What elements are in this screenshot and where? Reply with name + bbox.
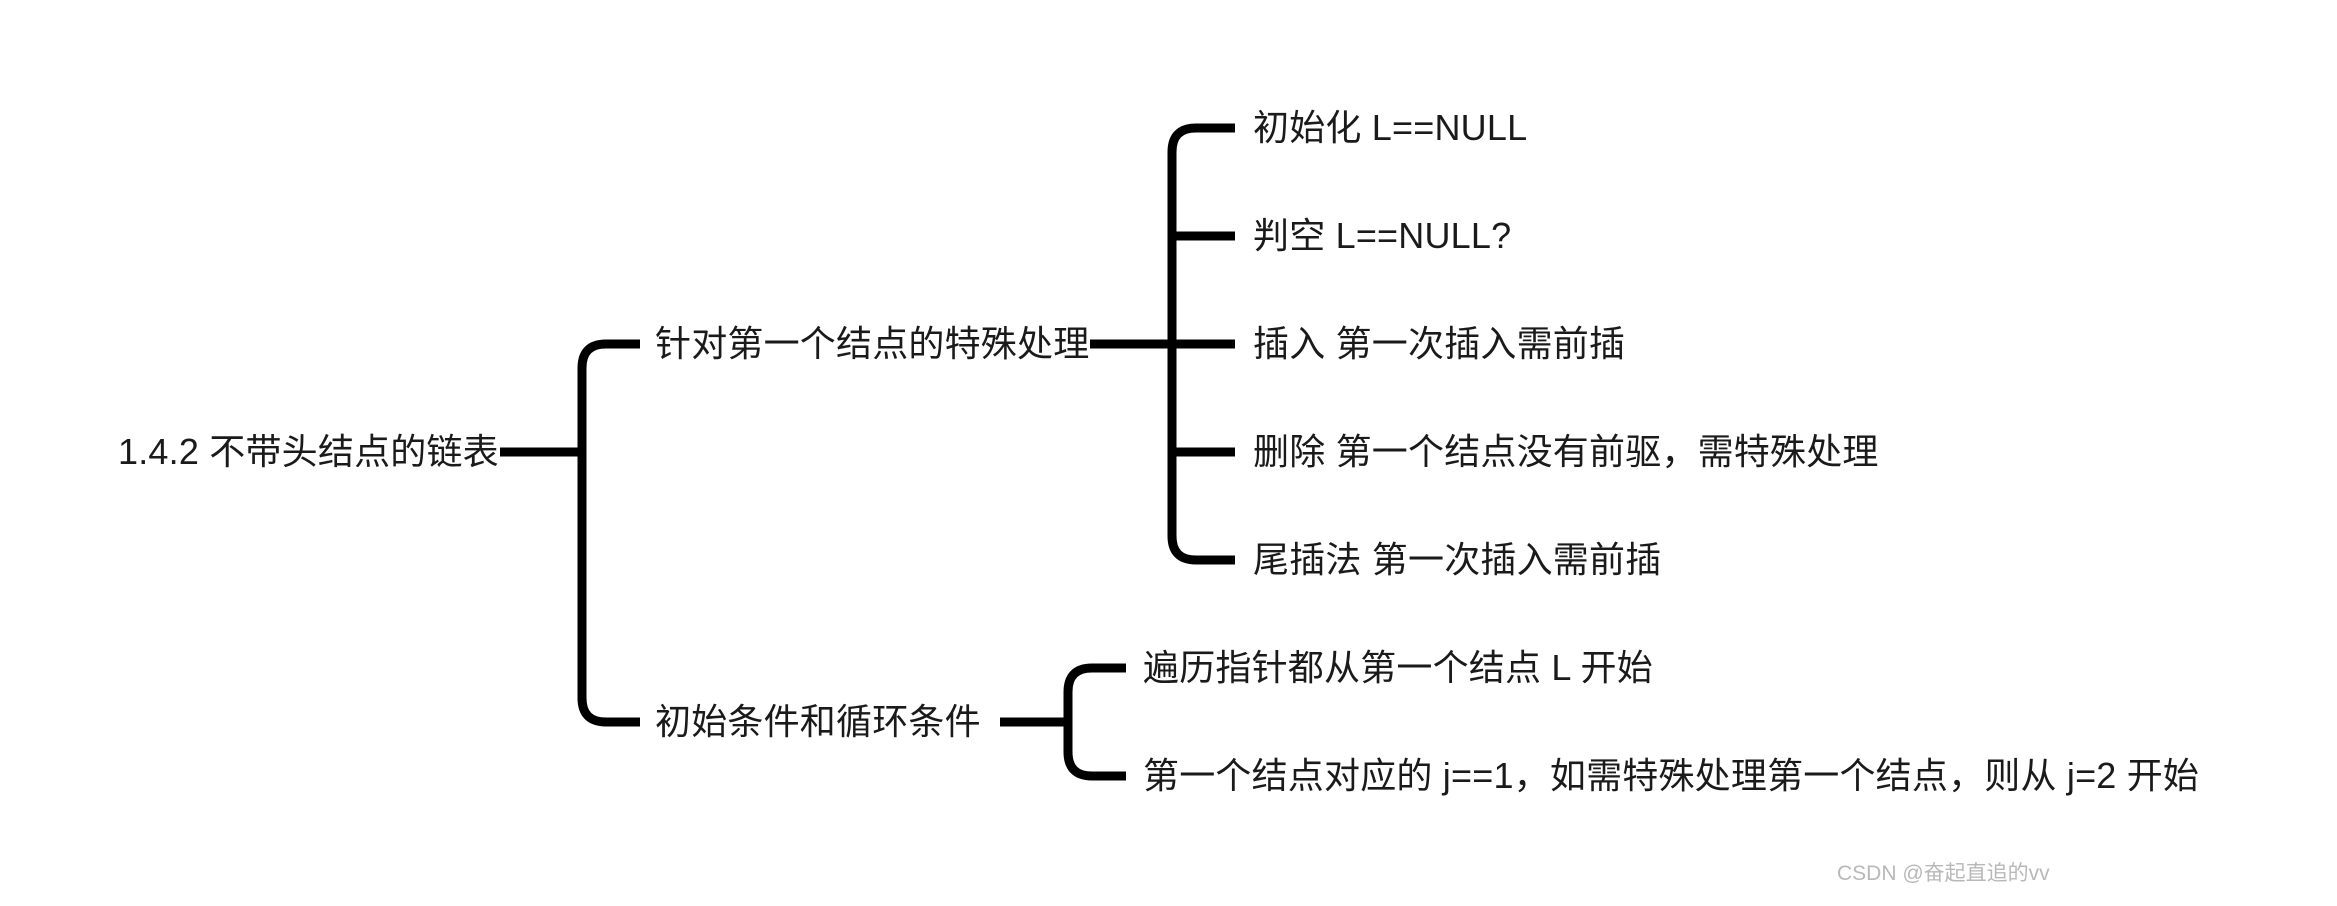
mindmap-leaf-init[interactable]: 初始化 L==NULL: [1253, 107, 1528, 148]
connector-branch1-spine: [1167, 123, 1235, 565]
mindmap-leaf-traverse-pointer[interactable]: 遍历指针都从第一个结点 L 开始: [1143, 647, 1653, 688]
mindmap-leaf-delete[interactable]: 删除 第一个结点没有前驱，需特殊处理: [1253, 431, 1879, 472]
mindmap-branch-special-first-node[interactable]: 针对第一个结点的特殊处理: [655, 323, 1090, 364]
csdn-watermark: CSDN @奋起直追的vv: [1837, 862, 2050, 885]
mindmap-leaf-tail-insert[interactable]: 尾插法 第一次插入需前插: [1253, 539, 1662, 580]
connector-branch2-spine: [1063, 663, 1126, 781]
mindmap-leaf-insert[interactable]: 插入 第一次插入需前插: [1253, 323, 1626, 364]
mindmap-leaf-index-condition[interactable]: 第一个结点对应的 j==1，如需特殊处理第一个结点，则从 j=2 开始: [1143, 755, 2200, 796]
mindmap-branch-init-loop-conditions[interactable]: 初始条件和循环条件: [655, 701, 981, 742]
mindmap-root-node[interactable]: 1.4.2 不带头结点的链表: [118, 431, 499, 472]
mindmap-leaf-empty[interactable]: 判空 L==NULL?: [1253, 215, 1512, 256]
connector-level1-spine: [577, 339, 640, 727]
